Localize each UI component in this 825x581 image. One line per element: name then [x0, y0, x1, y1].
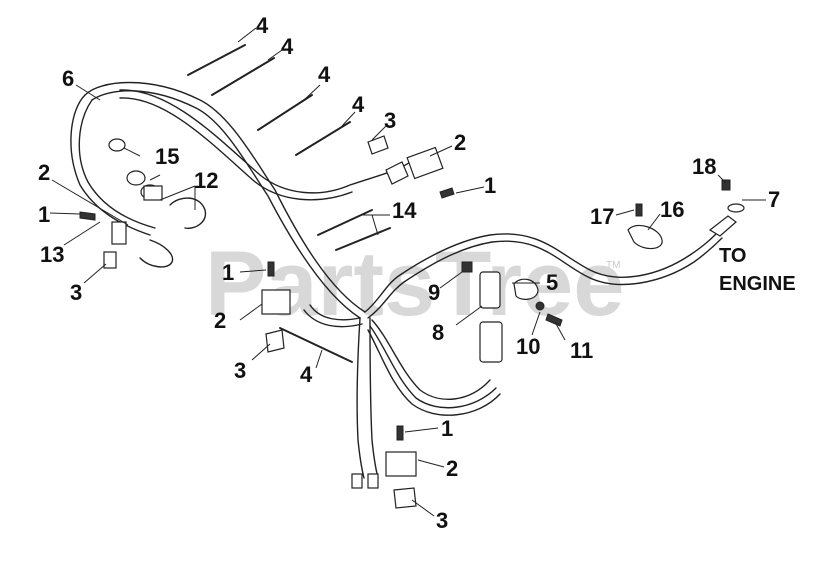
main-wire-harness	[70, 81, 723, 479]
callout-12: 12	[194, 168, 218, 193]
callout-2: 2	[38, 160, 50, 185]
callout-4: 4	[281, 34, 294, 59]
watermark-trademark: TM	[606, 260, 620, 271]
callout-13: 13	[40, 242, 64, 267]
callout-9: 9	[428, 280, 440, 305]
callout-18: 18	[692, 154, 716, 179]
callout-8: 8	[432, 320, 444, 345]
solenoid-lower	[351, 425, 417, 509]
callout-5: 5	[546, 270, 558, 295]
callout-4: 4	[352, 92, 365, 117]
ignition-assembly	[79, 138, 207, 269]
callout-2: 2	[214, 308, 226, 333]
to-engine-line2: ENGINE	[719, 273, 796, 295]
callout-1: 1	[441, 416, 453, 441]
engine-clamp	[627, 179, 745, 250]
callout-16: 16	[660, 197, 684, 222]
callout-6: 6	[62, 66, 74, 91]
callout-3: 3	[384, 108, 396, 133]
solenoid-upper	[367, 135, 455, 199]
callout-3: 3	[234, 358, 246, 383]
callout-7: 7	[768, 187, 780, 212]
callout-4: 4	[318, 62, 331, 87]
callout-14: 14	[392, 198, 417, 223]
callout-2: 2	[446, 456, 458, 481]
callout-2: 2	[454, 130, 466, 155]
callout-11: 11	[570, 338, 593, 363]
callout-4: 4	[256, 13, 269, 38]
cable-ties	[187, 44, 391, 363]
callout-4: 4	[300, 362, 313, 387]
key-icon	[108, 138, 141, 157]
solenoid-left	[261, 261, 291, 353]
callout-1: 1	[222, 260, 234, 285]
to-engine-label: TO ENGINE	[719, 245, 796, 295]
callout-1: 1	[484, 173, 496, 198]
callout-3: 3	[70, 280, 82, 305]
callout-15: 15	[155, 144, 179, 169]
leader-lines	[49, 27, 766, 517]
callout-3: 3	[436, 508, 448, 533]
callout-1: 1	[38, 202, 50, 227]
callout-10: 10	[516, 334, 540, 359]
ignition-switch-icon	[126, 170, 163, 201]
callout-17: 17	[590, 204, 614, 229]
to-engine-line1: TO	[719, 245, 746, 267]
callout-labels: 4 4 4 4 6 3 2 1 15 12 2 1 13 3 14 18 7 1…	[38, 13, 780, 533]
center-connectors	[461, 261, 563, 363]
